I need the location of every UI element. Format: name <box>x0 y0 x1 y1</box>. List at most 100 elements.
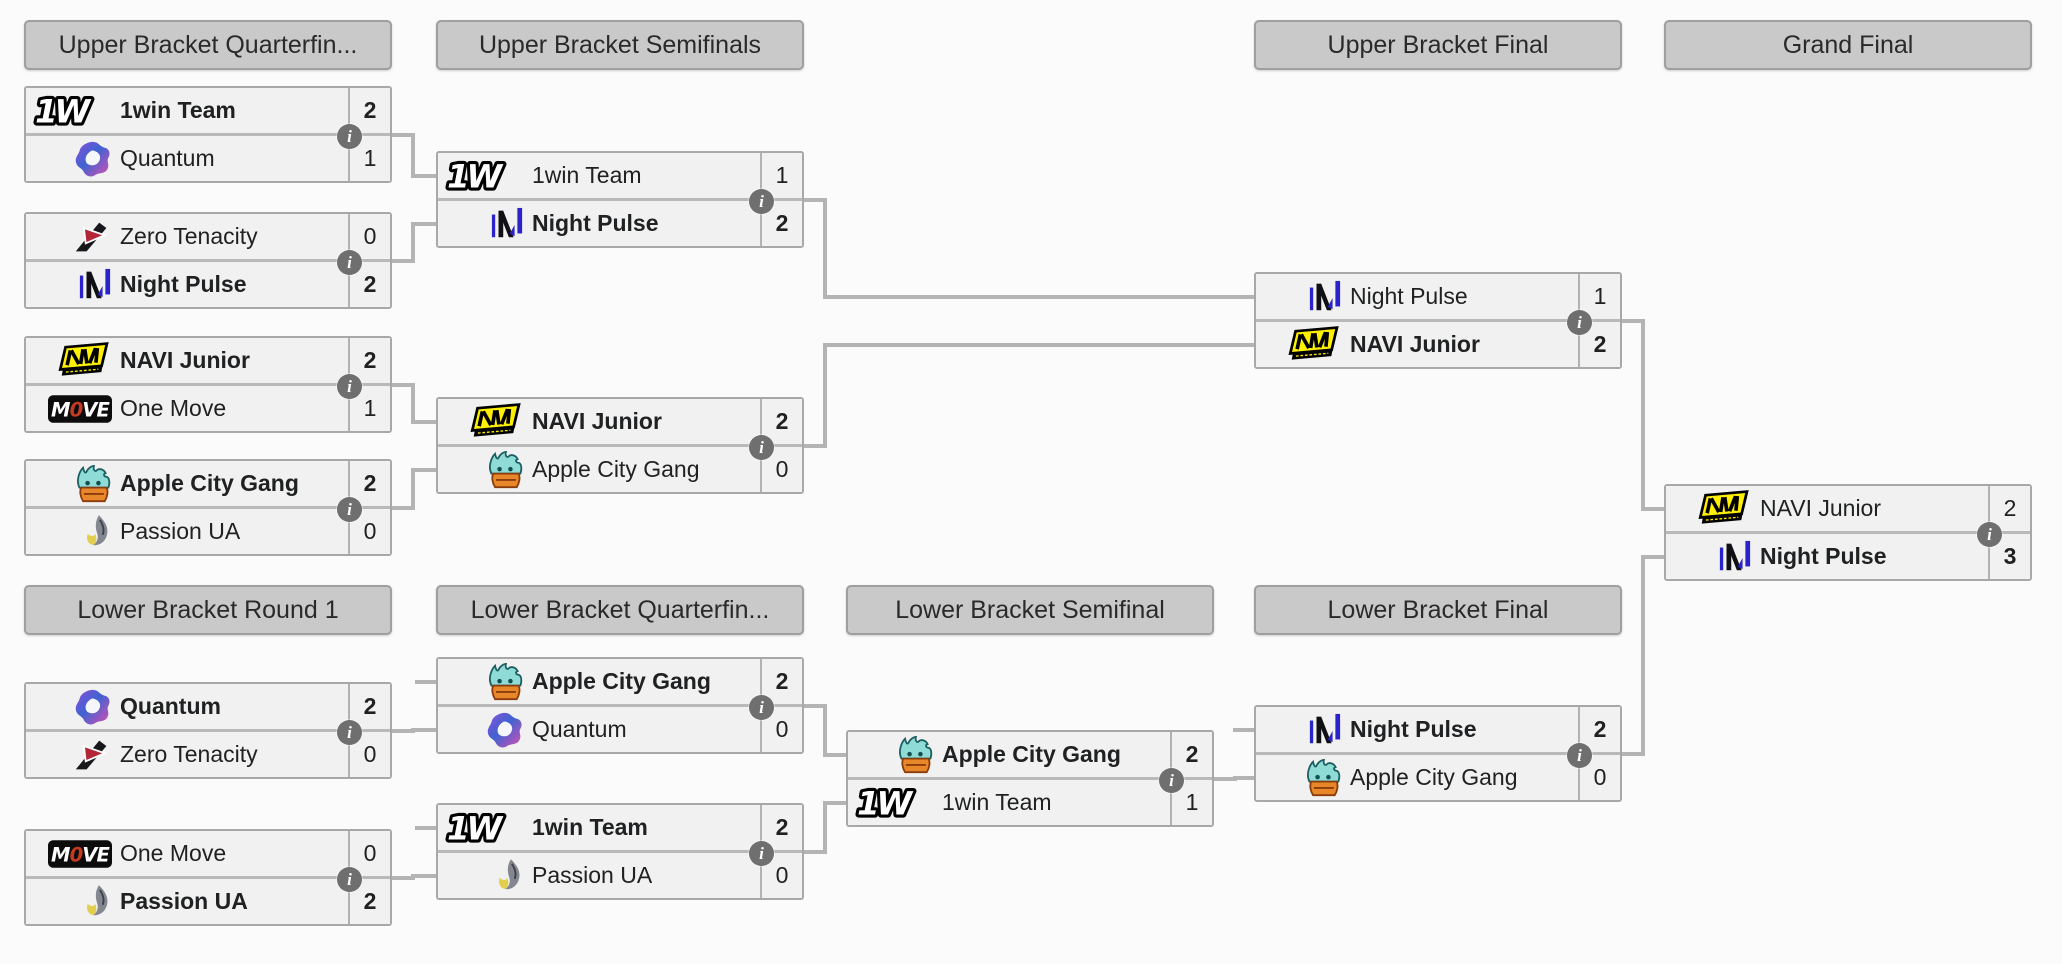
team-name[interactable]: Night Pulse <box>1350 283 1468 309</box>
match-info-icon[interactable]: i <box>337 867 362 892</box>
match-lbr1a: Quantum 2 Zero Tenacity 0 i <box>24 682 392 779</box>
team-name[interactable]: Apple City Gang <box>532 668 711 694</box>
team-logo-apple-city-gang-icon <box>444 660 532 704</box>
team-row-zero-tenacity[interactable]: Zero Tenacity 0 <box>26 214 390 259</box>
team-logo-passion-ua-icon <box>32 510 120 554</box>
team-name[interactable]: One Move <box>120 840 227 866</box>
team-logo-1win-icon: 1W <box>444 154 532 198</box>
match-info-icon[interactable]: i <box>1567 310 1592 335</box>
connector-line <box>825 342 1254 347</box>
team-name[interactable]: Quantum <box>532 716 627 742</box>
team-logo-night-pulse-icon <box>444 202 532 246</box>
team-row-quantum[interactable]: Quantum 2 <box>26 684 390 729</box>
match-info-icon[interactable]: i <box>337 497 362 522</box>
team-row-night-pulse[interactable]: Night Pulse 2 <box>438 201 802 246</box>
team-name[interactable]: Apple City Gang <box>942 741 1121 767</box>
team-row-navi-junior[interactable]: NAVI Junior 2 <box>1256 322 1620 367</box>
team-row-quantum[interactable]: Quantum 0 <box>438 707 802 752</box>
connector-line <box>823 703 827 757</box>
team-logo-navi-junior-icon <box>444 400 532 444</box>
team-row-passion-ua[interactable]: Passion UA 2 <box>26 879 390 924</box>
match-info-icon[interactable]: i <box>1977 522 2002 547</box>
match-lbsf: Apple City Gang 2 1W 1win Team 1 i <box>846 730 1214 827</box>
team-name[interactable]: Passion UA <box>120 888 248 914</box>
team-name[interactable]: Night Pulse <box>532 210 659 236</box>
team-row-1win[interactable]: 1W 1win Team 1 <box>848 780 1212 825</box>
team-row-zero-tenacity[interactable]: Zero Tenacity 0 <box>26 732 390 777</box>
team-name[interactable]: Night Pulse <box>120 271 247 297</box>
match-info-icon[interactable]: i <box>1567 743 1592 768</box>
connector-line <box>823 342 827 448</box>
team-row-apple-city-gang[interactable]: Apple City Gang 0 <box>1256 755 1620 800</box>
team-score: 0 <box>348 214 390 259</box>
connector-line <box>392 505 415 510</box>
team-row-passion-ua[interactable]: Passion UA 0 <box>438 853 802 898</box>
team-row-one-move[interactable]: M0VE One Move 1 <box>26 386 390 431</box>
team-name[interactable]: One Move <box>120 395 227 421</box>
connector-line <box>1641 554 1645 756</box>
team-logo-night-pulse-icon <box>1262 708 1350 752</box>
team-name[interactable]: NAVI Junior <box>532 408 662 434</box>
match-info-icon[interactable]: i <box>749 841 774 866</box>
team-name[interactable]: 1win Team <box>120 97 236 123</box>
connector-line <box>392 875 415 880</box>
match-info-icon[interactable]: i <box>337 250 362 275</box>
match-info-icon[interactable]: i <box>749 435 774 460</box>
team-logo-one-move-icon: M0VE <box>32 387 120 431</box>
team-row-navi-junior[interactable]: NAVI Junior 2 <box>1666 486 2030 531</box>
team-row-night-pulse[interactable]: Night Pulse 2 <box>26 262 390 307</box>
team-row-navi-junior[interactable]: NAVI Junior 2 <box>26 338 390 383</box>
team-name[interactable]: Apple City Gang <box>1350 764 1518 790</box>
team-logo-apple-city-gang-icon <box>1262 756 1350 800</box>
team-row-apple-city-gang[interactable]: Apple City Gang 2 <box>438 659 802 704</box>
match-info-icon[interactable]: i <box>337 124 362 149</box>
connector-line <box>825 752 846 757</box>
svg-text:1W: 1W <box>447 157 503 194</box>
match-info-icon[interactable]: i <box>749 695 774 720</box>
team-name[interactable]: 1win Team <box>942 789 1052 815</box>
team-name[interactable]: NAVI Junior <box>1760 495 1882 521</box>
team-name[interactable]: Night Pulse <box>1760 543 1887 569</box>
team-row-night-pulse[interactable]: Night Pulse 3 <box>1666 534 2030 579</box>
team-name[interactable]: 1win Team <box>532 162 642 188</box>
team-name[interactable]: 1win Team <box>532 814 648 840</box>
match-info-icon[interactable]: i <box>337 374 362 399</box>
match-ubqf4: Apple City Gang 2 Passion UA 0 i <box>24 459 392 556</box>
connector-line <box>413 419 436 424</box>
connector-line <box>415 825 436 830</box>
team-row-quantum[interactable]: Quantum 1 <box>26 136 390 181</box>
team-name[interactable]: Quantum <box>120 145 215 171</box>
team-name[interactable]: Passion UA <box>532 862 653 888</box>
match-info-icon[interactable]: i <box>749 189 774 214</box>
team-row-1win[interactable]: 1W 1win Team 2 <box>26 88 390 133</box>
connector-line <box>1235 775 1254 780</box>
connector-line <box>1643 554 1664 559</box>
team-row-night-pulse[interactable]: Night Pulse 1 <box>1256 274 1620 319</box>
match-info-icon[interactable]: i <box>1159 768 1184 793</box>
team-row-passion-ua[interactable]: Passion UA 0 <box>26 509 390 554</box>
match-info-icon[interactable]: i <box>337 720 362 745</box>
team-row-apple-city-gang[interactable]: Apple City Gang 0 <box>438 447 802 492</box>
team-row-one-move[interactable]: M0VE One Move 0 <box>26 831 390 876</box>
round-header-lb-round-1: Lower Bracket Round 1 <box>24 585 392 635</box>
team-name[interactable]: Zero Tenacity <box>120 741 258 767</box>
team-logo-navi-junior-icon <box>32 339 120 383</box>
team-name[interactable]: Apple City Gang <box>532 456 700 482</box>
team-row-apple-city-gang[interactable]: Apple City Gang 2 <box>848 732 1212 777</box>
team-row-1win[interactable]: 1W 1win Team 2 <box>438 805 802 850</box>
connector-line <box>413 873 436 878</box>
team-name[interactable]: NAVI Junior <box>1350 331 1480 357</box>
team-name[interactable]: Night Pulse <box>1350 716 1477 742</box>
team-name[interactable]: Quantum <box>120 693 221 719</box>
team-row-1win[interactable]: 1W 1win Team 1 <box>438 153 802 198</box>
team-logo-1win-icon: 1W <box>32 89 120 133</box>
round-header-grand-final: Grand Final <box>1664 20 2032 70</box>
team-name[interactable]: Zero Tenacity <box>120 223 258 249</box>
team-name[interactable]: Passion UA <box>120 518 241 544</box>
team-name[interactable]: Apple City Gang <box>120 470 299 496</box>
team-row-navi-junior[interactable]: NAVI Junior 2 <box>438 399 802 444</box>
team-row-night-pulse[interactable]: Night Pulse 2 <box>1256 707 1620 752</box>
team-name[interactable]: NAVI Junior <box>120 347 250 373</box>
match-gf: NAVI Junior 2 Night Pulse 3 i <box>1664 484 2032 581</box>
team-row-apple-city-gang[interactable]: Apple City Gang 2 <box>26 461 390 506</box>
